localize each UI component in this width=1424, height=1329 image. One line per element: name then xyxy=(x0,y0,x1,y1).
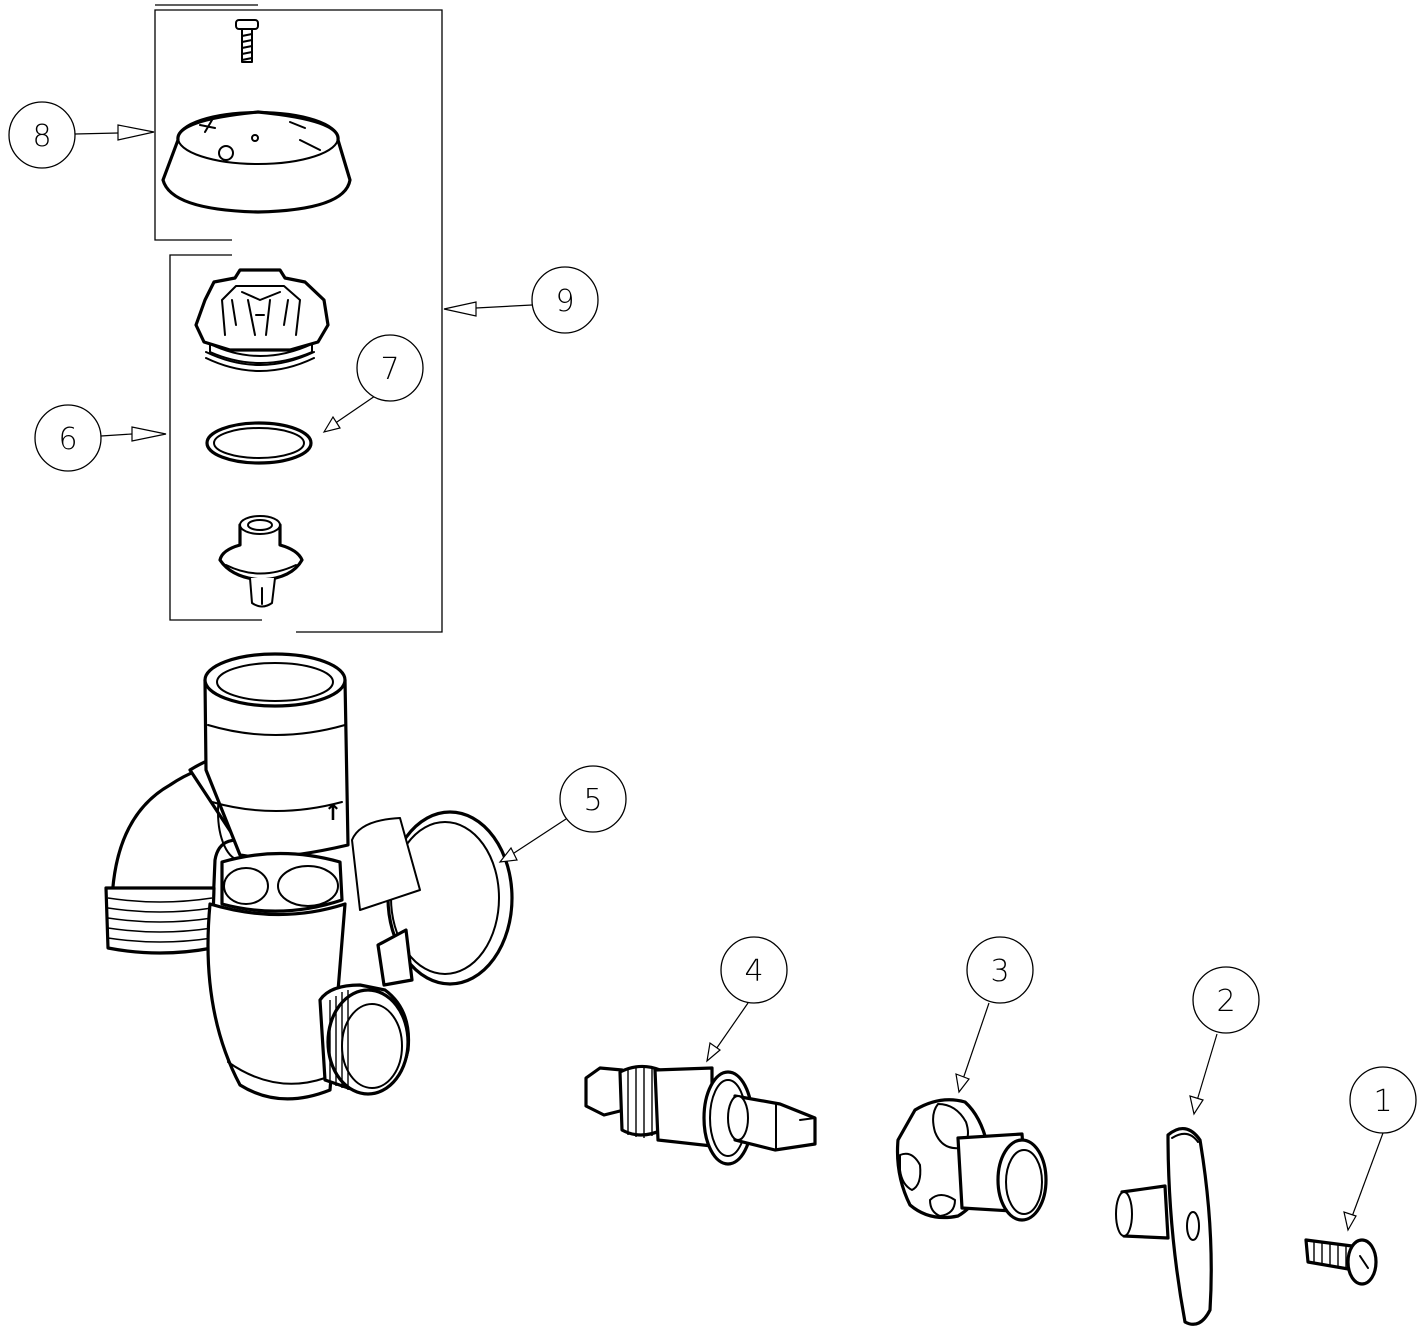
callout-7-label: 7 xyxy=(380,352,399,387)
callout-6-label: 6 xyxy=(58,422,77,457)
callout-1: 1 xyxy=(1349,1066,1417,1134)
vacuum-breaker-cap-part xyxy=(161,110,352,214)
handle-screw-part xyxy=(1304,1238,1378,1286)
o-ring-part xyxy=(205,421,313,465)
valve-body-part xyxy=(104,652,514,1101)
hex-handle-adapter-part xyxy=(895,1098,1048,1222)
top-screw-part xyxy=(235,19,259,63)
callout-7: 7 xyxy=(356,334,424,402)
callout-3: 3 xyxy=(966,936,1034,1004)
callout-3-label: 3 xyxy=(990,954,1009,989)
callout-1-label: 1 xyxy=(1373,1084,1392,1119)
callout-2: 2 xyxy=(1192,966,1260,1034)
callout-8-label: 8 xyxy=(32,119,51,154)
callout-9: 9 xyxy=(531,266,599,334)
callout-4: 4 xyxy=(720,936,788,1004)
callout-8: 8 xyxy=(8,101,76,169)
callout-9-label: 9 xyxy=(555,284,574,319)
callout-5: 5 xyxy=(559,765,627,833)
callout-5-label: 5 xyxy=(583,783,602,818)
assembly-6-bracket xyxy=(169,254,262,621)
relief-valve-insert-part xyxy=(218,515,304,608)
assembly-9-bracket xyxy=(154,9,443,633)
callout-2-label: 2 xyxy=(1216,984,1235,1019)
oval-handle-part xyxy=(1115,1127,1213,1326)
stop-cartridge-part xyxy=(584,1064,817,1166)
callout-4-label: 4 xyxy=(744,954,763,989)
diaphragm-housing-part xyxy=(194,268,330,372)
flow-direction-arrow: ↑ xyxy=(324,801,342,826)
callout-6: 6 xyxy=(34,404,102,472)
leader-lines xyxy=(74,124,1384,1232)
